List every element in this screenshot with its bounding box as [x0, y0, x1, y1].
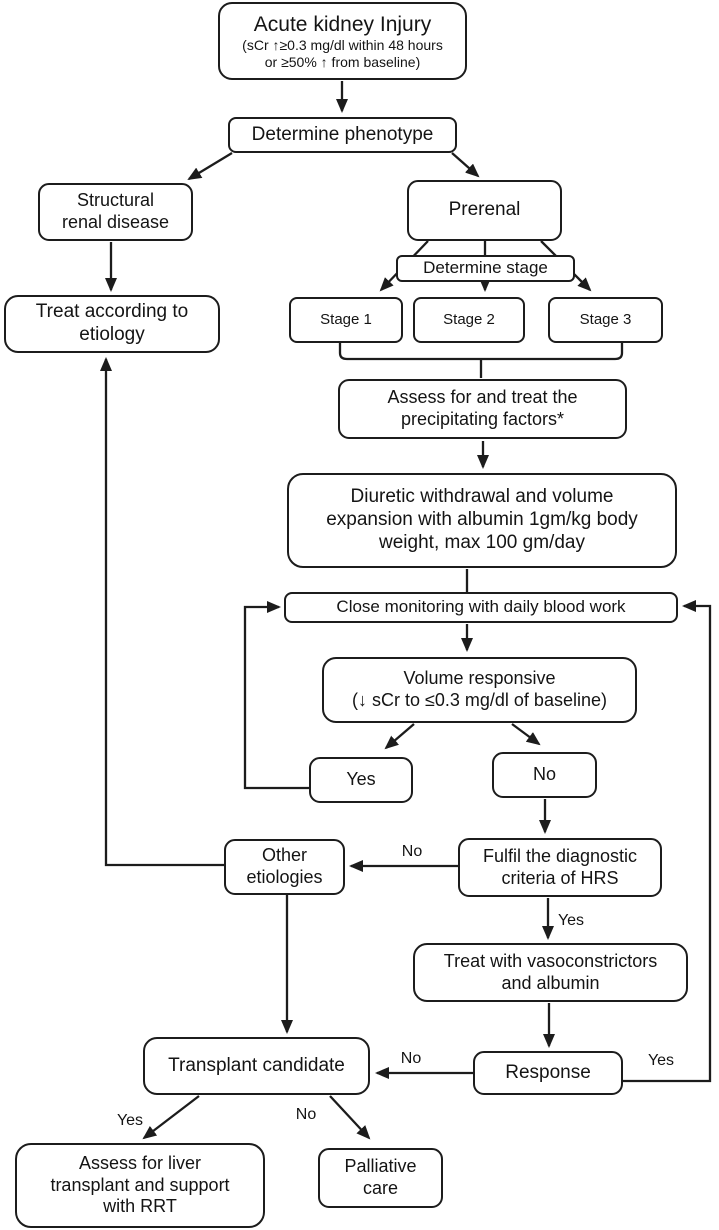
node-no: No — [492, 752, 597, 798]
arrow-other-loop-to-treat-etiology — [100, 357, 224, 867]
arrow-volume-to-yes — [384, 723, 415, 750]
node-response: Response — [473, 1051, 623, 1095]
node-label: Response — [505, 1061, 591, 1083]
node-label: Prerenal — [448, 199, 521, 221]
edge-label-transplant-yes: Yes — [114, 1112, 146, 1130]
node-label: Assess for liver transplant and support … — [50, 1153, 230, 1217]
node-label: Transplant candidate — [168, 1054, 345, 1076]
node-yes: Yes — [309, 757, 413, 803]
arrow-phenotype-to-prerenal — [451, 152, 480, 178]
node-title: Volume responsive — [403, 668, 556, 689]
node-label: Close monitoring with daily blood work — [336, 597, 626, 617]
node-label: Determine stage — [423, 258, 548, 278]
node-label: Determine phenotype — [251, 123, 434, 145]
node-treat-according-to-etiology: Treat according to etiology — [4, 295, 220, 353]
node-label: Diuretic withdrawal and volume expansion… — [326, 486, 638, 553]
node-label: Stage 2 — [443, 311, 495, 328]
node-label: Yes — [346, 769, 376, 790]
arrow-response-yes-loop-to-monitoring — [623, 600, 712, 1083]
arrow-yes-loop-to-monitoring — [243, 601, 309, 790]
node-label: Palliative care — [344, 1156, 417, 1198]
node-assess-liver-transplant: Assess for liver transplant and support … — [15, 1143, 265, 1228]
node-palliative-care: Palliative care — [318, 1148, 443, 1208]
node-label: Other etiologies — [246, 845, 323, 887]
node-stage-2: Stage 2 — [413, 297, 525, 343]
node-label: Assess for and treat the precipitating f… — [387, 387, 578, 429]
node-close-monitoring: Close monitoring with daily blood work — [284, 592, 678, 623]
node-acute-kidney-injury: Acute kidney Injury (sCr ↑≥0.3 mg/dl wit… — [218, 2, 467, 80]
node-label: Stage 3 — [579, 311, 632, 328]
node-title: Acute kidney Injury — [253, 12, 432, 36]
arrow-volume-to-no — [511, 723, 541, 746]
node-assess-precipitating-factors: Assess for and treat the precipitating f… — [338, 379, 627, 439]
node-label: No — [532, 764, 556, 785]
node-structural-renal-disease: Structural renal disease — [38, 183, 193, 241]
connector-stages-merge — [338, 343, 624, 378]
node-subtitle: (sCr ↑≥0.3 mg/dl within 48 hours or ≥50%… — [242, 36, 443, 70]
node-determine-phenotype: Determine phenotype — [228, 117, 457, 153]
node-fulfil-hrs-criteria: Fulfil the diagnostic criteria of HRS — [458, 838, 662, 897]
edge-label-response-yes: Yes — [645, 1052, 677, 1070]
node-other-etiologies: Other etiologies — [224, 839, 345, 895]
node-label: Treat with vasoconstrictors and albumin — [443, 950, 658, 993]
edge-label-response-no: No — [398, 1050, 424, 1068]
node-stage-3: Stage 3 — [548, 297, 663, 343]
node-label: Treat according to etiology — [35, 301, 189, 345]
node-volume-responsive: Volume responsive (↓ sCr to ≤0.3 mg/dl o… — [322, 657, 637, 723]
arrow-transplant-to-liver — [142, 1095, 200, 1140]
edge-label-hrs-no: No — [399, 843, 425, 861]
arrow-phenotype-to-structural — [187, 152, 233, 181]
edge-label-transplant-no: No — [293, 1106, 319, 1124]
arrow-transplant-to-palliative — [329, 1095, 371, 1140]
node-label: Structural renal disease — [61, 190, 170, 232]
node-treat-vasoconstrictors: Treat with vasoconstrictors and albumin — [413, 943, 688, 1002]
node-determine-stage: Determine stage — [396, 255, 575, 282]
edge-label-hrs-yes: Yes — [555, 912, 587, 930]
node-stage-1: Stage 1 — [289, 297, 403, 343]
node-transplant-candidate: Transplant candidate — [143, 1037, 370, 1095]
node-subtitle: (↓ sCr to ≤0.3 mg/dl of baseline) — [352, 690, 607, 710]
node-diuretic-withdrawal: Diuretic withdrawal and volume expansion… — [287, 473, 677, 568]
node-label: Fulfil the diagnostic criteria of HRS — [482, 845, 638, 888]
node-label: Stage 1 — [320, 311, 372, 328]
node-prerenal: Prerenal — [407, 180, 562, 241]
